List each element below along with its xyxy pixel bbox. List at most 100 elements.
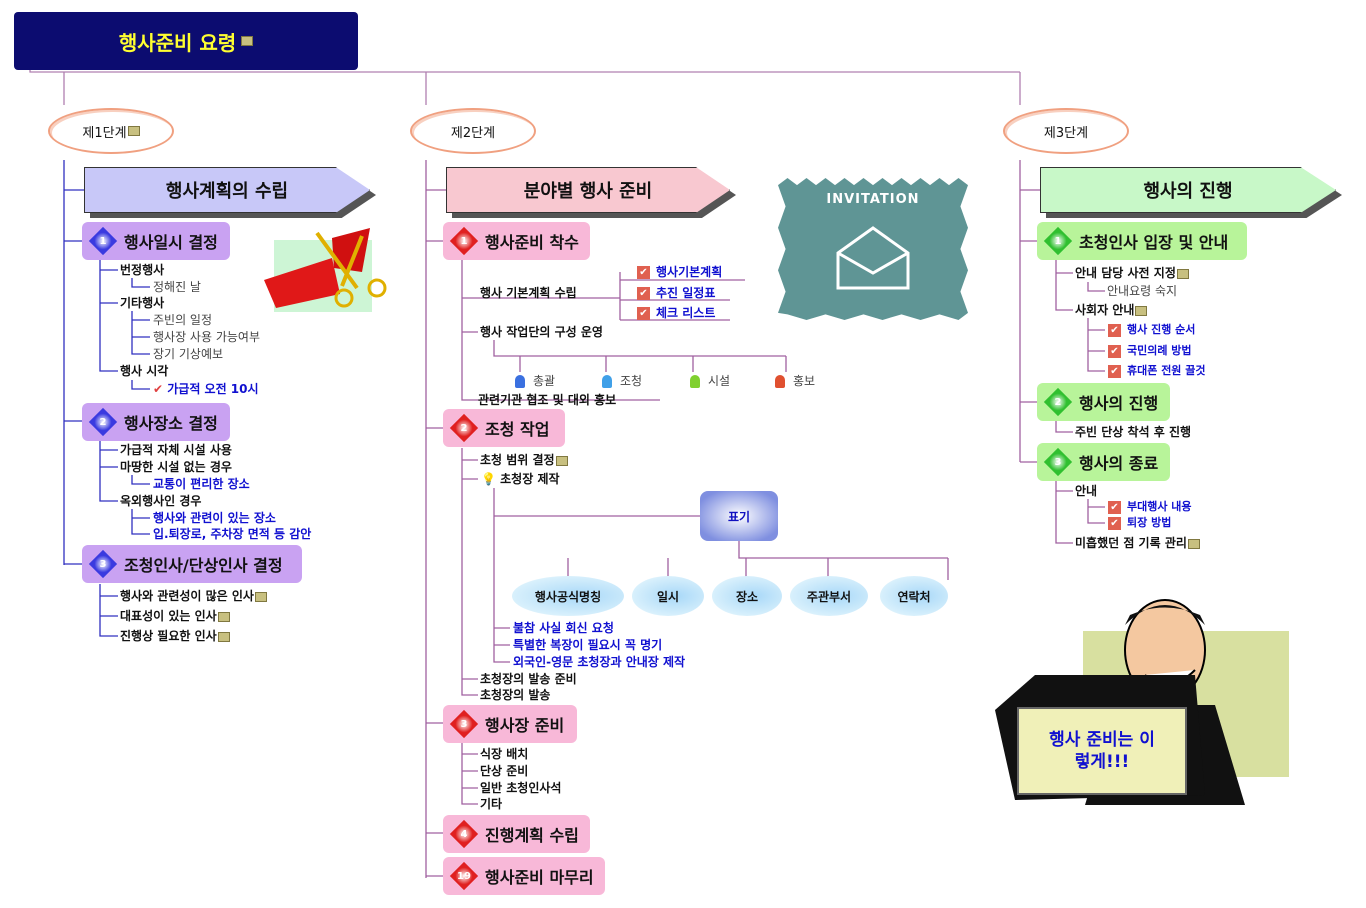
leaf: 안내요령 숙지 bbox=[1107, 284, 1178, 298]
leaf: 행사 작업단의 구성 운영 bbox=[480, 325, 603, 339]
leaf-text: 사회자 안내 bbox=[1075, 303, 1135, 317]
leaf-text: 미흡했던 점 기록 관리 bbox=[1075, 536, 1187, 550]
checkbox-icon: ✔ bbox=[637, 287, 650, 300]
leaf: 초청 범위 결정 bbox=[480, 452, 568, 468]
checklist-item: ✔부대행사 내용 bbox=[1108, 499, 1192, 515]
person-icon bbox=[602, 375, 612, 388]
banner-preparation: 분야별 행사 준비 bbox=[446, 167, 730, 213]
team-member: 조청 bbox=[602, 373, 642, 389]
link-text: 행사기본계획 bbox=[656, 265, 723, 279]
checkbox-icon: ✔ bbox=[637, 307, 650, 320]
sign-board: 행사 준비는 이렇게!!! bbox=[1017, 707, 1187, 795]
leaf-text: 진행상 필요한 인사 bbox=[120, 629, 217, 643]
leaf: 기타행사 bbox=[120, 296, 165, 310]
checkbox-icon: ✔ bbox=[1108, 500, 1121, 514]
checklist-item: ✔퇴장 방법 bbox=[1108, 515, 1171, 531]
checkbox-icon: ✔ bbox=[1108, 323, 1121, 337]
stage-label: 제2단계 bbox=[450, 125, 496, 141]
stamp-text: INVITATION bbox=[826, 192, 920, 207]
number-diamond-icon: 3 bbox=[1043, 447, 1073, 477]
link-text: 추진 일정표 bbox=[656, 286, 716, 300]
leaf: 행사와 관련이 있는 장소 bbox=[153, 511, 276, 525]
leaf: 주빈의 일정 bbox=[153, 313, 213, 327]
check-text: 국민의례 방법 bbox=[1127, 344, 1192, 357]
ribbon-cutting-image bbox=[264, 228, 387, 312]
leaf-text: 대표성이 있는 인사 bbox=[120, 609, 217, 623]
checklist-item: ✔휴대폰 전원 끌것 bbox=[1108, 363, 1206, 379]
memo-icon bbox=[1187, 538, 1200, 549]
node-label: 행사일시 결정 bbox=[124, 233, 218, 252]
stage-1: 제1단계 bbox=[48, 108, 174, 154]
notation-item: 연락처 bbox=[880, 576, 948, 616]
leaf: 주빈 단상 착석 후 진행 bbox=[1075, 425, 1192, 439]
node-label: 행사장소 결정 bbox=[124, 414, 218, 433]
checkmark-icon: ✔ bbox=[153, 382, 164, 396]
node-event-end[interactable]: 3 행사의 종료 bbox=[1037, 443, 1170, 481]
number-diamond-icon: 3 bbox=[88, 549, 118, 579]
number-diamond-icon: 1 bbox=[88, 226, 118, 256]
team-label: 조청 bbox=[620, 374, 643, 388]
node-label: 행사준비 착수 bbox=[485, 233, 579, 252]
stage-3: 제3단계 bbox=[1003, 108, 1129, 154]
stage-2: 제2단계 bbox=[410, 108, 536, 154]
leaf: 번정행사 bbox=[120, 263, 165, 277]
leaf: 미흡했던 점 기록 관리 bbox=[1075, 535, 1200, 551]
leaf: 행사와 관련성이 많은 인사 bbox=[120, 588, 267, 604]
leaf: 대표성이 있는 인사 bbox=[120, 608, 230, 624]
title-text: 행사준비 요령 bbox=[118, 30, 237, 55]
number-diamond-icon: 3 bbox=[449, 709, 479, 739]
link-text: 체크 리스트 bbox=[656, 306, 716, 320]
person-icon bbox=[690, 375, 700, 388]
notation-item: 일시 bbox=[632, 576, 704, 616]
leaf: 안내 담당 사전 지정 bbox=[1075, 265, 1189, 281]
node-prep-start[interactable]: 1 행사준비 착수 bbox=[443, 222, 590, 260]
memo-icon bbox=[1135, 305, 1148, 316]
stage-label: 제1단계 bbox=[82, 125, 127, 141]
number-diamond-icon: 1 bbox=[449, 226, 479, 256]
leaf: 행사장 사용 가능여부 bbox=[153, 330, 260, 344]
node-label: 행사의 종료 bbox=[1079, 454, 1159, 473]
leaf-text: 행사와 관련성이 많은 인사 bbox=[120, 589, 254, 603]
leaf: 특별한 복장이 필요시 꼭 명기 bbox=[513, 638, 663, 652]
checkbox-icon: ✔ bbox=[637, 266, 650, 279]
memo-icon bbox=[217, 611, 230, 622]
leaf: 식장 배치 bbox=[480, 747, 529, 761]
checklist-link[interactable]: ✔ 추진 일정표 bbox=[637, 285, 715, 301]
notation-item: 행사공식명칭 bbox=[512, 576, 624, 616]
team-label: 총괄 bbox=[533, 374, 556, 388]
leaf: 일반 초청인사석 bbox=[480, 781, 562, 795]
invitation-stamp-image: INVITATION bbox=[778, 178, 968, 320]
team-label: 시설 bbox=[708, 374, 731, 388]
leaf: 입.퇴장로, 주차장 면적 등 감안 bbox=[153, 527, 312, 541]
leaf: 기타 bbox=[480, 797, 503, 811]
banner-label: 행사의 진행 bbox=[1143, 181, 1233, 202]
stage-label: 제3단계 bbox=[1043, 125, 1089, 141]
banner-label: 분야별 행사 준비 bbox=[523, 181, 653, 202]
checklist-link[interactable]: ✔ 체크 리스트 bbox=[637, 305, 715, 321]
leaf: 단상 준비 bbox=[480, 764, 529, 778]
leaf: 초청장의 발송 준비 bbox=[480, 672, 577, 686]
leaf: 가급적 자체 시설 사용 bbox=[120, 443, 232, 457]
person-icon bbox=[775, 375, 785, 388]
node-label: 행사준비 마무리 bbox=[485, 868, 594, 887]
node-event-date[interactable]: 1 행사일시 결정 bbox=[82, 222, 230, 260]
leaf-text: 초청 범위 결정 bbox=[480, 453, 555, 467]
team-member: 홍보 bbox=[775, 373, 815, 389]
checkbox-icon: ✔ bbox=[1108, 516, 1121, 530]
notation-item: 주관부서 bbox=[790, 576, 868, 616]
checklist-link[interactable]: ✔ 행사기본계획 bbox=[637, 264, 722, 280]
memo-icon bbox=[254, 591, 267, 602]
check-text: 휴대폰 전원 끌것 bbox=[1127, 364, 1206, 377]
memo-icon bbox=[1176, 268, 1189, 279]
cartoon-presenter-image: 행사 준비는 이렇게!!! bbox=[995, 595, 1290, 805]
page-title: 행사준비 요령 bbox=[14, 12, 358, 70]
notation-box: 표기 bbox=[700, 491, 778, 541]
